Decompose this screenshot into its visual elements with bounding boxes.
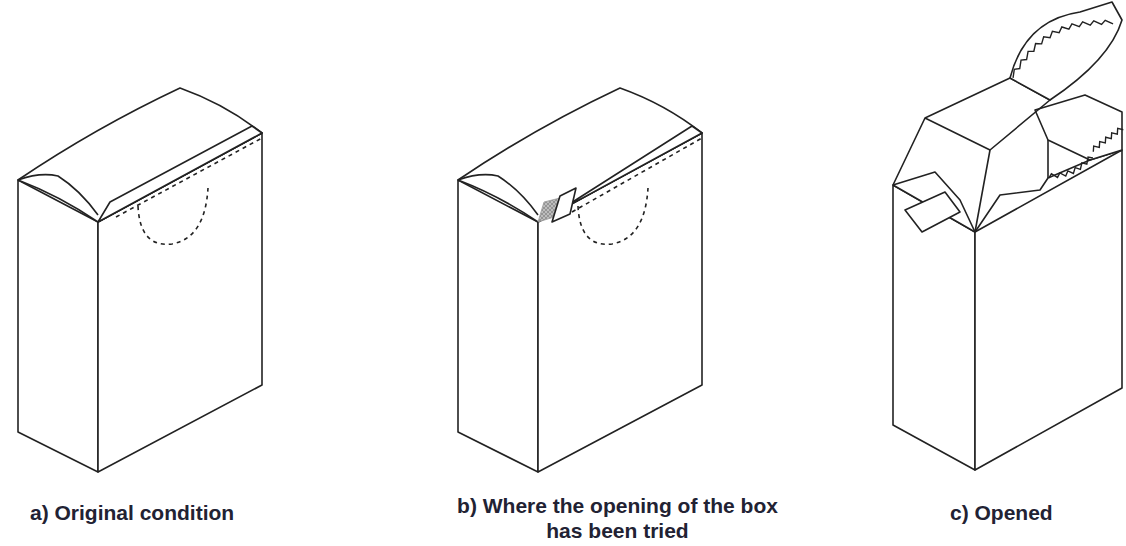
torn-edge (1049, 157, 1093, 178)
box-opening-tried (458, 88, 702, 472)
figure-caption: b) Where the opening of the box has been… (445, 493, 790, 543)
figure-caption: a) Original condition (30, 500, 290, 525)
torn-edge (1093, 128, 1123, 151)
figure-caption: c) Opened (950, 500, 1110, 525)
box-original (18, 88, 262, 472)
box-opened (893, 2, 1122, 470)
torn-edge (1013, 20, 1113, 78)
